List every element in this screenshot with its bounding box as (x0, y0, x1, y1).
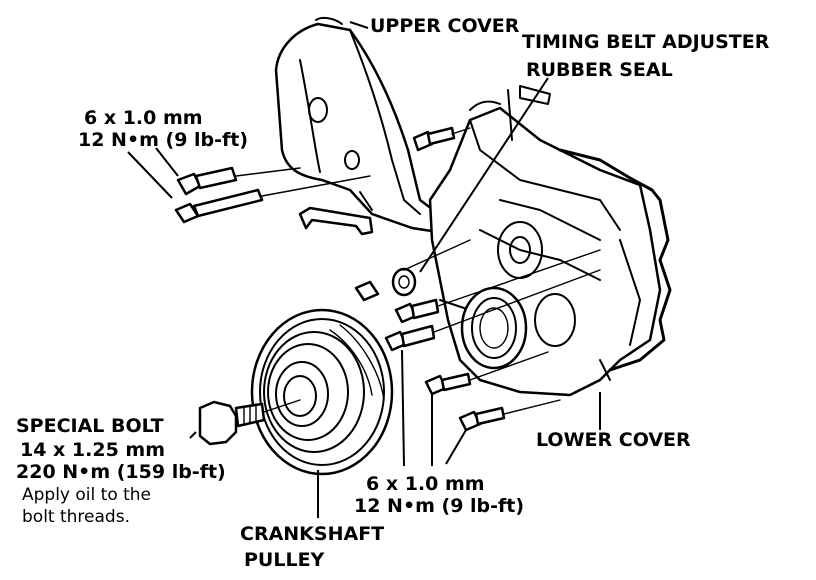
upper-bolts-part (174, 126, 456, 224)
label-upper-bolt-torque: 12 N•m (9 lb-ft) (78, 129, 248, 151)
label-special-bolt-torque: 220 N•m (159 lb-ft) (16, 461, 226, 483)
label-rubber-seal: RUBBER SEAL (526, 59, 673, 81)
label-special-bolt-size: 14 x 1.25 mm (20, 439, 165, 461)
crankshaft-pulley-part (250, 308, 394, 476)
label-special-bolt-note-2: bolt threads. (22, 507, 130, 527)
leader-lines (127, 21, 601, 518)
assembly-guide-lines (235, 127, 601, 415)
label-upper-cover: UPPER COVER (370, 15, 520, 37)
label-lower-bolt-torque: 12 N•m (9 lb-ft) (354, 495, 524, 517)
cover-bracket-part (298, 206, 374, 236)
special-bolt-part (198, 400, 266, 446)
rubber-seal-part (391, 267, 417, 297)
label-upper-bolt-size: 6 x 1.0 mm (84, 107, 203, 129)
label-special-bolt: SPECIAL BOLT (16, 415, 164, 437)
lower-bolts-part (354, 280, 506, 432)
label-pulley: PULLEY (244, 549, 325, 571)
label-crankshaft: CRANKSHAFT (240, 523, 384, 545)
label-lower-bolt-size: 6 x 1.0 mm (366, 473, 485, 495)
label-timing-belt-adjuster: TIMING BELT ADJUSTER (522, 31, 770, 53)
label-special-bolt-note-1: Apply oil to the (22, 485, 151, 505)
crankshaft-seal-part (460, 286, 528, 370)
upper-cover-part (274, 16, 442, 234)
label-lower-cover: LOWER COVER (536, 429, 691, 451)
